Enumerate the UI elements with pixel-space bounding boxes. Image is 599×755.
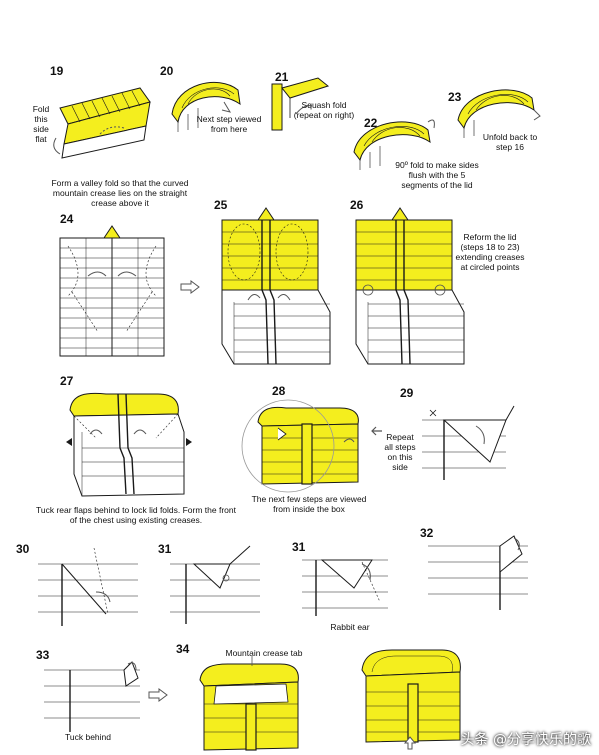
step-20-number: 20 (160, 64, 174, 78)
step-29-caption: Repeat all steps on this side (384, 432, 416, 472)
step-21-figure (266, 74, 346, 134)
step-22-caption: 90º fold to make sides flush with the 5 … (395, 160, 479, 190)
step-31b-caption: Rabbit ear (330, 622, 370, 632)
step-22-figure (350, 112, 440, 172)
step-19-side-note: Fold this side flat (32, 104, 50, 144)
step-27-number: 27 (60, 374, 74, 388)
step-23-caption: Unfold back to step 16 (482, 132, 538, 152)
step-29-number: 29 (400, 386, 414, 400)
step-26-number: 26 (350, 198, 364, 212)
step-25-number: 25 (214, 198, 228, 212)
step-34-number: 34 (176, 642, 190, 656)
step-31b-figure (302, 548, 392, 618)
step-28-caption: The next few steps are viewed from insid… (251, 494, 367, 514)
next-step-arrow-icon (180, 280, 200, 294)
step-33-caption: Tuck behind (65, 732, 111, 742)
step-31a-figure (170, 545, 266, 626)
step-23-number: 23 (448, 90, 462, 104)
step-23-figure (454, 80, 544, 140)
step-24-number: 24 (60, 212, 74, 226)
step-20-caption: Next step viewed from here (196, 114, 262, 134)
step-21-caption: Squash fold (repeat on right) (293, 100, 355, 120)
step-33-figure (44, 656, 144, 736)
step-32-figure (428, 532, 528, 612)
final-chest-figure (356, 644, 466, 744)
step-25-figure (220, 204, 332, 370)
up-arrow-icon (403, 736, 417, 750)
step-26-caption: Reform the lid (steps 18 to 23) extendin… (455, 232, 525, 272)
step-21-number: 21 (275, 70, 289, 84)
step-19-number: 19 (50, 64, 64, 78)
next-step-arrow-icon-2 (148, 688, 168, 702)
step-28-number: 28 (272, 384, 286, 398)
step-19-caption: Form a valley fold so that the curved mo… (51, 178, 189, 208)
watermark: 头条 @分享快乐的歌 (460, 732, 591, 748)
step-30-number: 30 (16, 542, 30, 556)
step-30-figure (38, 547, 138, 628)
step-33-number: 33 (36, 648, 50, 662)
step-34-figure (196, 656, 306, 752)
step-20-figure (168, 74, 248, 134)
step-19-figure (50, 78, 160, 168)
step-26-figure (354, 204, 466, 370)
step-24-figure (58, 222, 168, 362)
step-29-figure (420, 402, 516, 482)
step-22-number: 22 (364, 116, 378, 130)
step-28-figure (240, 398, 370, 494)
step-34-caption: Mountain crease tab (225, 648, 303, 658)
step-27-caption: Tuck rear flaps behind to lock lid folds… (36, 505, 236, 525)
step-27-figure (66, 388, 196, 500)
step-31a-number: 31 (158, 542, 172, 556)
step-31b-number: 31 (292, 540, 306, 554)
step-32-number: 32 (420, 526, 434, 540)
repeat-arrow-icon (370, 424, 384, 438)
